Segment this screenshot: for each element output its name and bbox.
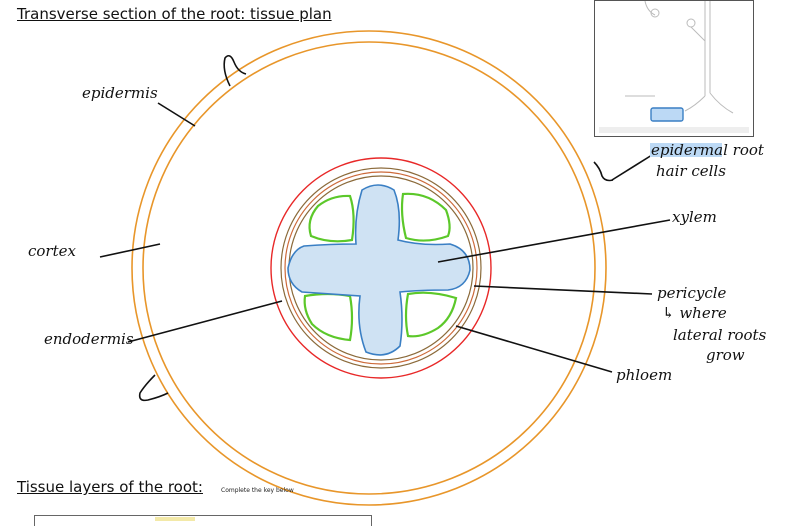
label-pericycle-4: grow	[706, 346, 745, 364]
label-root-hair-2: hair cells	[656, 162, 726, 180]
epidermis-outer-ring	[131, 30, 607, 506]
label-highlight	[650, 143, 722, 157]
label-epidermis: epidermis	[82, 84, 158, 102]
label-cortex: cortex	[28, 242, 76, 260]
key-header-cell	[155, 517, 195, 521]
phloem-bottom-left	[303, 292, 354, 342]
plant-thumbnail	[594, 0, 754, 137]
label-pericycle-2: ↳ where	[662, 304, 727, 322]
pericycle-ring	[280, 167, 482, 369]
endodermis-ring	[270, 157, 492, 379]
page-title: Transverse section of the root: tissue p…	[17, 5, 332, 23]
root-hair-right	[593, 161, 614, 182]
section-note: Complete the key below	[221, 487, 294, 494]
label-root-hair-1: epidermal root	[651, 141, 764, 159]
label-pericycle-1: pericycle	[657, 284, 727, 302]
xylem-leader	[437, 219, 671, 263]
phloem-top-left	[308, 194, 355, 243]
root-hair-top	[223, 54, 247, 87]
section-heading-tissue-layers: Tissue layers of the root:	[17, 478, 203, 496]
root-hair-leader	[611, 154, 653, 181]
pericycle-leader	[473, 285, 653, 295]
label-pericycle-3: lateral roots	[673, 326, 767, 344]
label-xylem: xylem	[672, 208, 717, 226]
epidermis-inner-ring	[142, 41, 596, 495]
label-phloem: phloem	[616, 366, 673, 384]
epidermis-leader	[157, 102, 196, 127]
pericycle-ring-2	[284, 171, 478, 365]
endodermis-leader	[127, 300, 283, 343]
cortex-leader	[99, 243, 161, 258]
root-hair-left	[138, 374, 169, 402]
phloem-top-right	[400, 192, 451, 242]
xylem-cross	[287, 184, 471, 356]
label-endodermis: endodermis	[44, 330, 134, 348]
phloem-bottom-right	[404, 291, 458, 338]
phloem-leader	[455, 325, 613, 373]
